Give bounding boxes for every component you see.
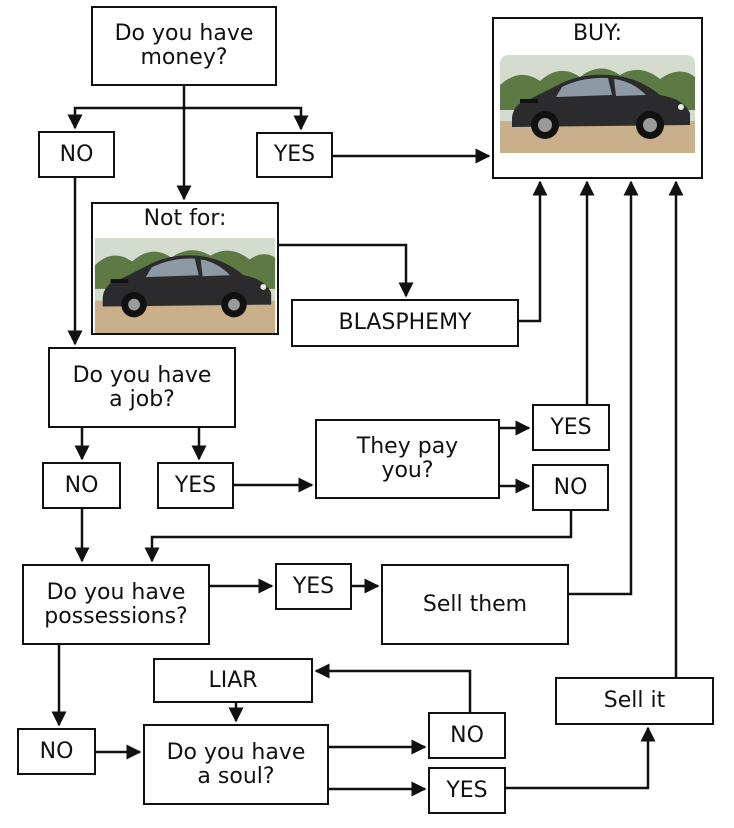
yes-money-box: YES [256, 132, 333, 178]
liar-text: LIAR [208, 667, 258, 693]
no-pay-box: NO [532, 464, 609, 511]
blasphemy-text: BLASPHEMY [338, 310, 472, 335]
arrow-no-soul-to-liar [314, 663, 472, 712]
arrow-no-pay-to-possessions [144, 511, 573, 563]
arrow-not-for-to-blasphemy [279, 243, 414, 298]
job-question-text: Do you have a job? [72, 362, 212, 412]
yes-pay-text: YES [550, 414, 592, 440]
buy-car-image [500, 55, 695, 153]
no-possessions-text: NO [39, 738, 74, 764]
job-question-box: Do you have a job? [48, 347, 236, 428]
sell-them-text: Sell them [422, 591, 528, 617]
yes-soul-text: YES [446, 777, 488, 803]
no-soul-text: NO [450, 722, 484, 748]
arrow-yes-soul-to-sell-it [506, 726, 656, 790]
buy-title: BUY: [572, 21, 623, 46]
sell-it-box: Sell it [555, 677, 714, 725]
soul-question-text: Do you have a soul? [166, 739, 306, 789]
yes-possessions-box: YES [275, 563, 352, 610]
buy-box: BUY: [492, 17, 703, 179]
yes-pay-box: YES [532, 404, 610, 451]
blasphemy-box: BLASPHEMY [291, 299, 519, 347]
yes-job-box: YES [157, 462, 234, 509]
pay-question-text: They pay you? [356, 434, 459, 483]
sell-them-box: Sell them [381, 564, 569, 645]
possessions-question-box: Do you have possessions? [22, 564, 210, 645]
pay-question-box: They pay you? [315, 419, 500, 499]
no-job-text: NO [64, 472, 99, 498]
yes-job-text: YES [174, 472, 217, 498]
no-money-text: NO [59, 141, 94, 167]
yes-possessions-text: YES [292, 573, 335, 599]
yes-money-text: YES [273, 142, 316, 167]
no-pay-text: NO [553, 474, 588, 500]
not-for-car-image [94, 238, 276, 333]
liar-box: LIAR [153, 658, 313, 703]
no-soul-box: NO [428, 712, 506, 759]
arrow-money-to-no [67, 86, 186, 130]
arrow-sell-them-to-buy [569, 180, 639, 596]
not-for-title: Not for: [143, 206, 227, 231]
no-possessions-box: NO [17, 728, 96, 775]
money-question-box: Do you have money? [91, 6, 277, 86]
soul-question-box: Do you have a soul? [143, 724, 329, 805]
arrow-blasphemy-to-buy [519, 180, 548, 323]
not-for-box: Not for: [91, 202, 279, 335]
sell-it-text: Sell it [603, 688, 666, 713]
arrow-money-to-yes [184, 106, 309, 131]
money-question-text: Do you have money? [114, 21, 254, 70]
yes-soul-box: YES [428, 767, 506, 814]
possessions-question-text: Do you have possessions? [44, 579, 188, 629]
no-job-box: NO [42, 462, 121, 509]
no-money-box: NO [38, 131, 115, 178]
